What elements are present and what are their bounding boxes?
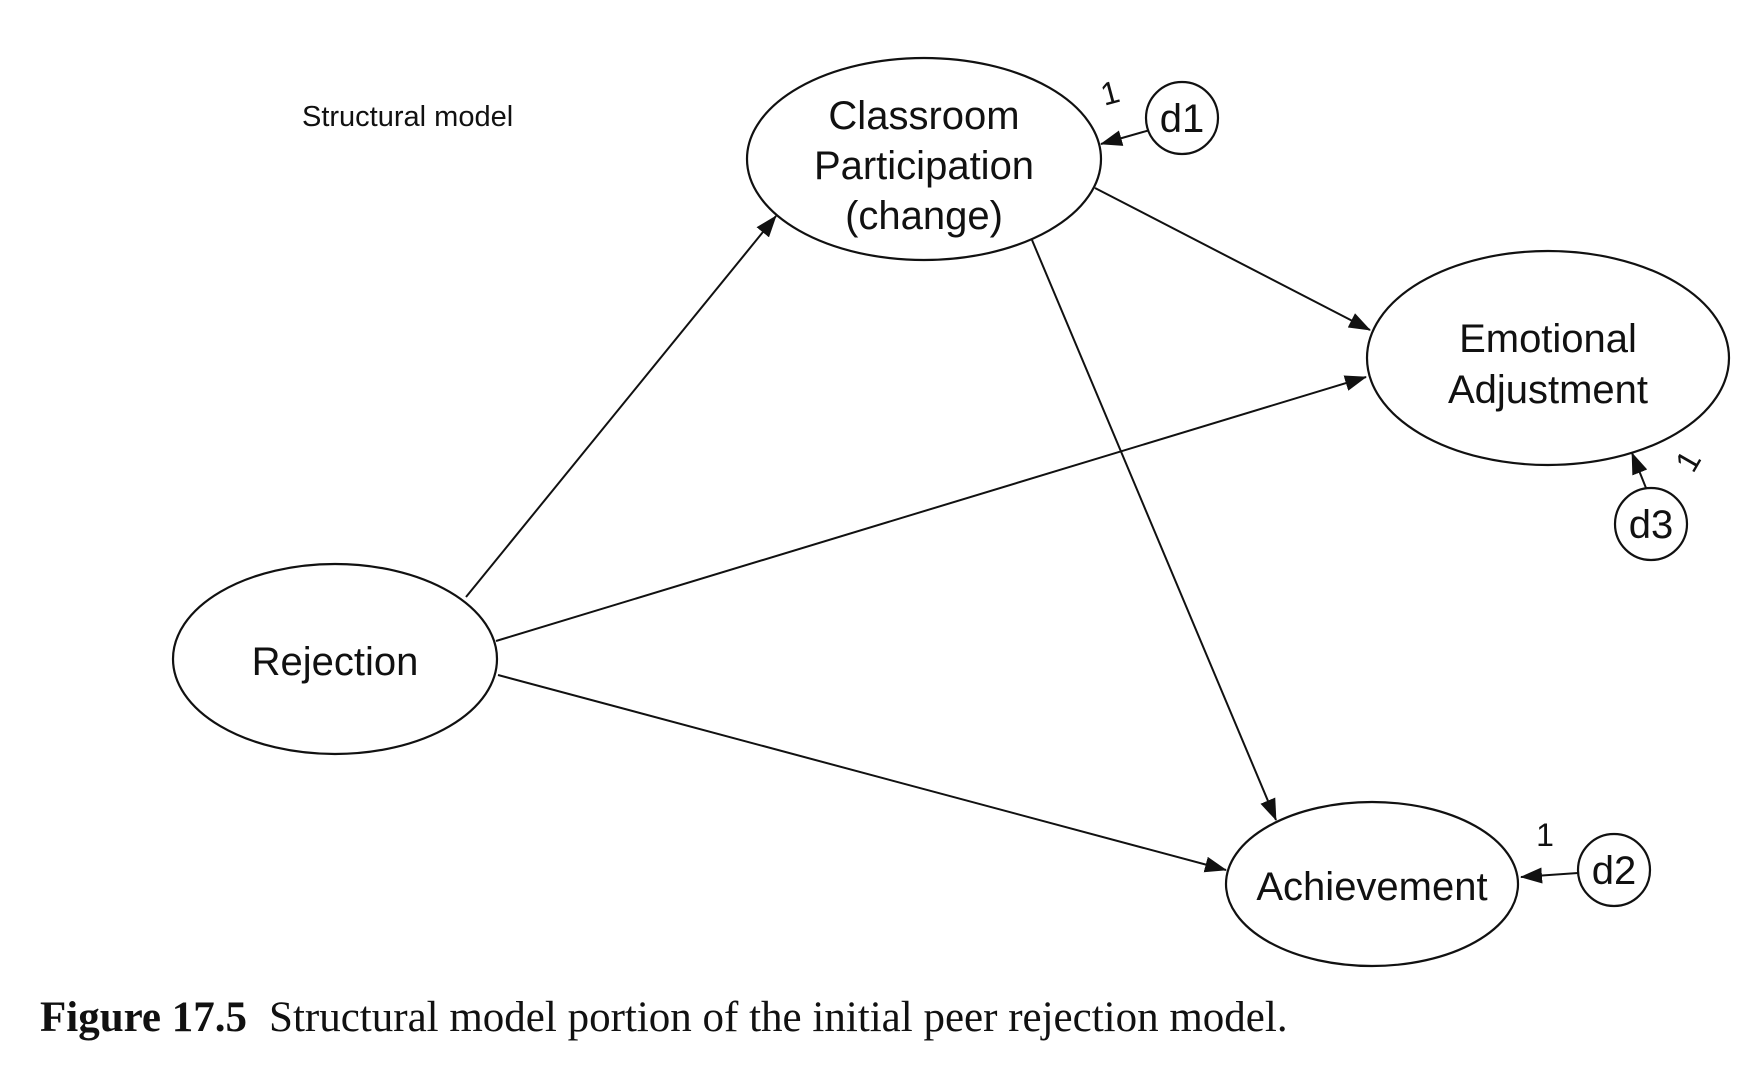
node-label-line: Participation [814, 144, 1034, 188]
disturbance-d1-circle [1144, 80, 1220, 156]
node-classroom-participation: Classroom Participation (change) [745, 56, 1103, 262]
node-label-line: Achievement [1256, 865, 1487, 909]
node-label-line: Classroom [828, 94, 1019, 138]
node-rejection: Rejection [171, 562, 499, 756]
node-achievement-ellipse [1224, 800, 1520, 968]
caption-number: Figure 17.5 [40, 994, 247, 1041]
caption-text: Structural model portion of the initial … [269, 994, 1288, 1041]
path-d1-to-classroom-participation [1100, 129, 1151, 146]
node-label-line: (change) [845, 194, 1003, 238]
path-rejection-to-classroom-participation [465, 215, 777, 598]
node-label-line: Adjustment [1448, 368, 1648, 412]
path-rejection-to-emotional-adjustment [495, 375, 1367, 642]
path-classroom-participation-to-achievement [1031, 239, 1277, 821]
disturbance-d2: d2 [1576, 832, 1652, 908]
path-classroom-participation-to-emotional-adjustment [1094, 187, 1371, 331]
node-label-line: Emotional [1459, 317, 1637, 361]
node-emotional-adjustment: Emotional Adjustment [1365, 249, 1731, 467]
path-d2-to-achievement [1520, 867, 1579, 884]
disturbance-d2-circle [1576, 832, 1652, 908]
path-rejection-to-achievement [497, 674, 1227, 873]
node-classroom-participation-ellipse [745, 56, 1103, 262]
figure-label: Structural model [302, 101, 513, 133]
node-label-line: Rejection [252, 640, 419, 684]
figure-caption: Figure 17.5 Structural model portion of … [40, 994, 1288, 1041]
path-d3-to-emotional-adjustment [1631, 452, 1648, 489]
path-value-d1: 1 [1097, 73, 1124, 112]
node-emotional-adjustment-ellipse [1365, 249, 1731, 467]
node-achievement: Achievement [1224, 800, 1520, 968]
path-value-d3: 1 [1668, 444, 1708, 477]
disturbance-d1-label: d1 [1160, 97, 1205, 141]
disturbance-d1: d1 [1144, 80, 1220, 156]
node-rejection-ellipse [171, 562, 499, 756]
disturbance-d3: d3 [1613, 486, 1689, 562]
disturbance-d2-label: d2 [1592, 849, 1637, 893]
path-value-d2: 1 [1536, 817, 1554, 853]
disturbance-d3-label: d3 [1629, 503, 1674, 547]
disturbance-d3-circle [1613, 486, 1689, 562]
